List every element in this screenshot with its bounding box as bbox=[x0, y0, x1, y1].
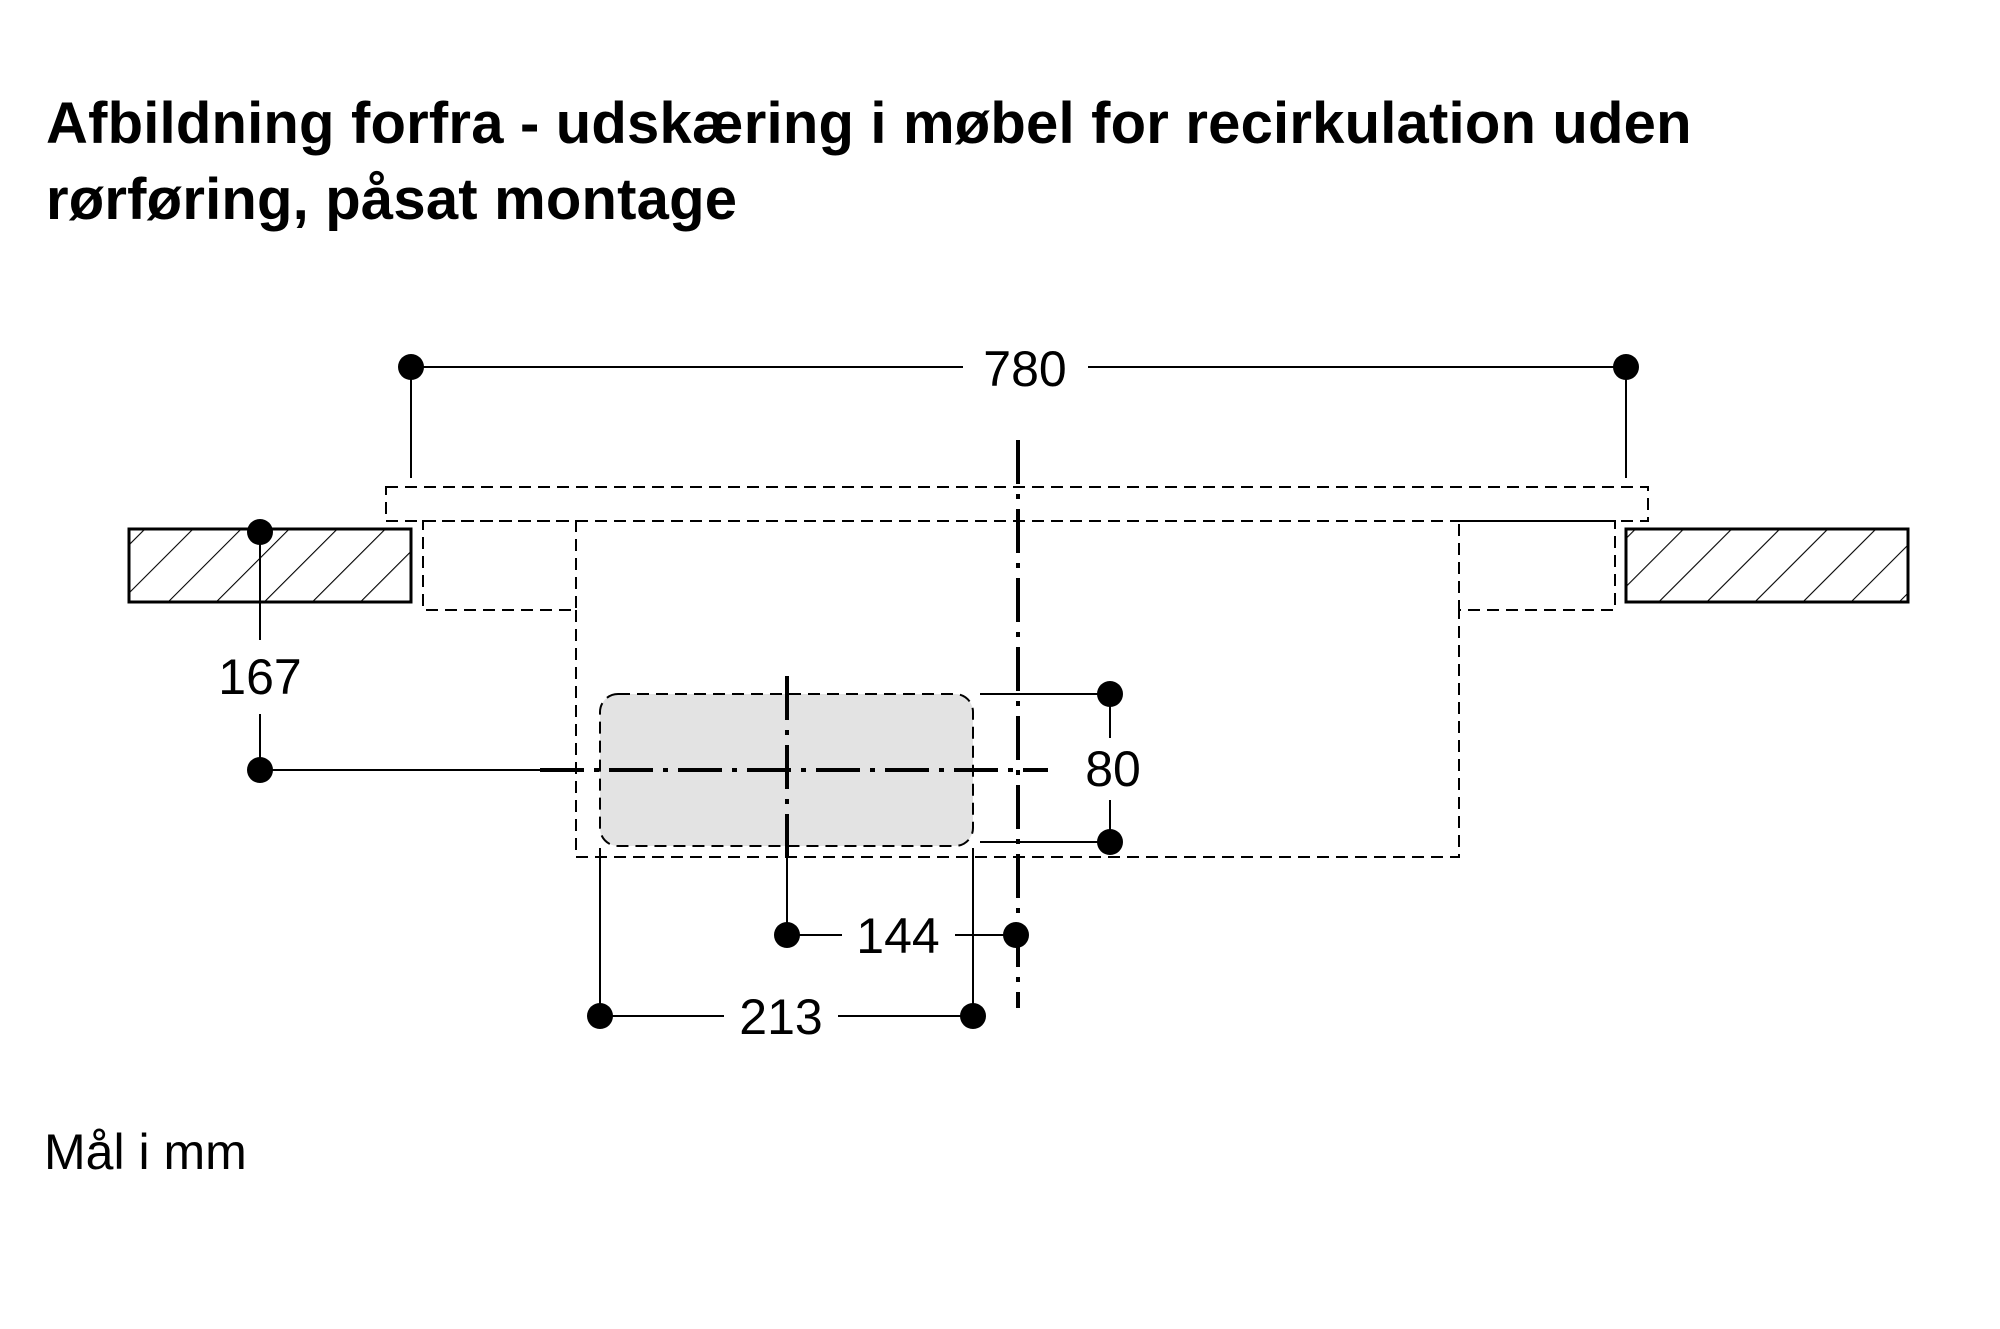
countertop-left bbox=[127, 527, 413, 604]
dimension-213 bbox=[587, 848, 986, 1029]
dimension-780 bbox=[398, 354, 1639, 478]
page-title: Afbildning forfra - udskæring i møbel fo… bbox=[46, 86, 1886, 238]
units-note: Mål i mm bbox=[44, 1124, 247, 1180]
title-line-1: Afbildning forfra - udskæring i møbel fo… bbox=[46, 91, 1692, 156]
dimension-80 bbox=[980, 681, 1123, 855]
dimension-label-167: 167 bbox=[218, 649, 301, 705]
title-line-2: rørføring, påsat montage bbox=[46, 167, 738, 232]
dimension-144 bbox=[774, 858, 1029, 948]
center-lines bbox=[540, 440, 1048, 1008]
dimension-167 bbox=[247, 519, 520, 783]
dimension-label-213: 213 bbox=[739, 989, 822, 1045]
dimension-label-80: 80 bbox=[1085, 741, 1141, 797]
countertop-right bbox=[1624, 527, 1910, 604]
dimension-label-780: 780 bbox=[983, 341, 1066, 397]
dimension-label-144: 144 bbox=[856, 908, 939, 964]
